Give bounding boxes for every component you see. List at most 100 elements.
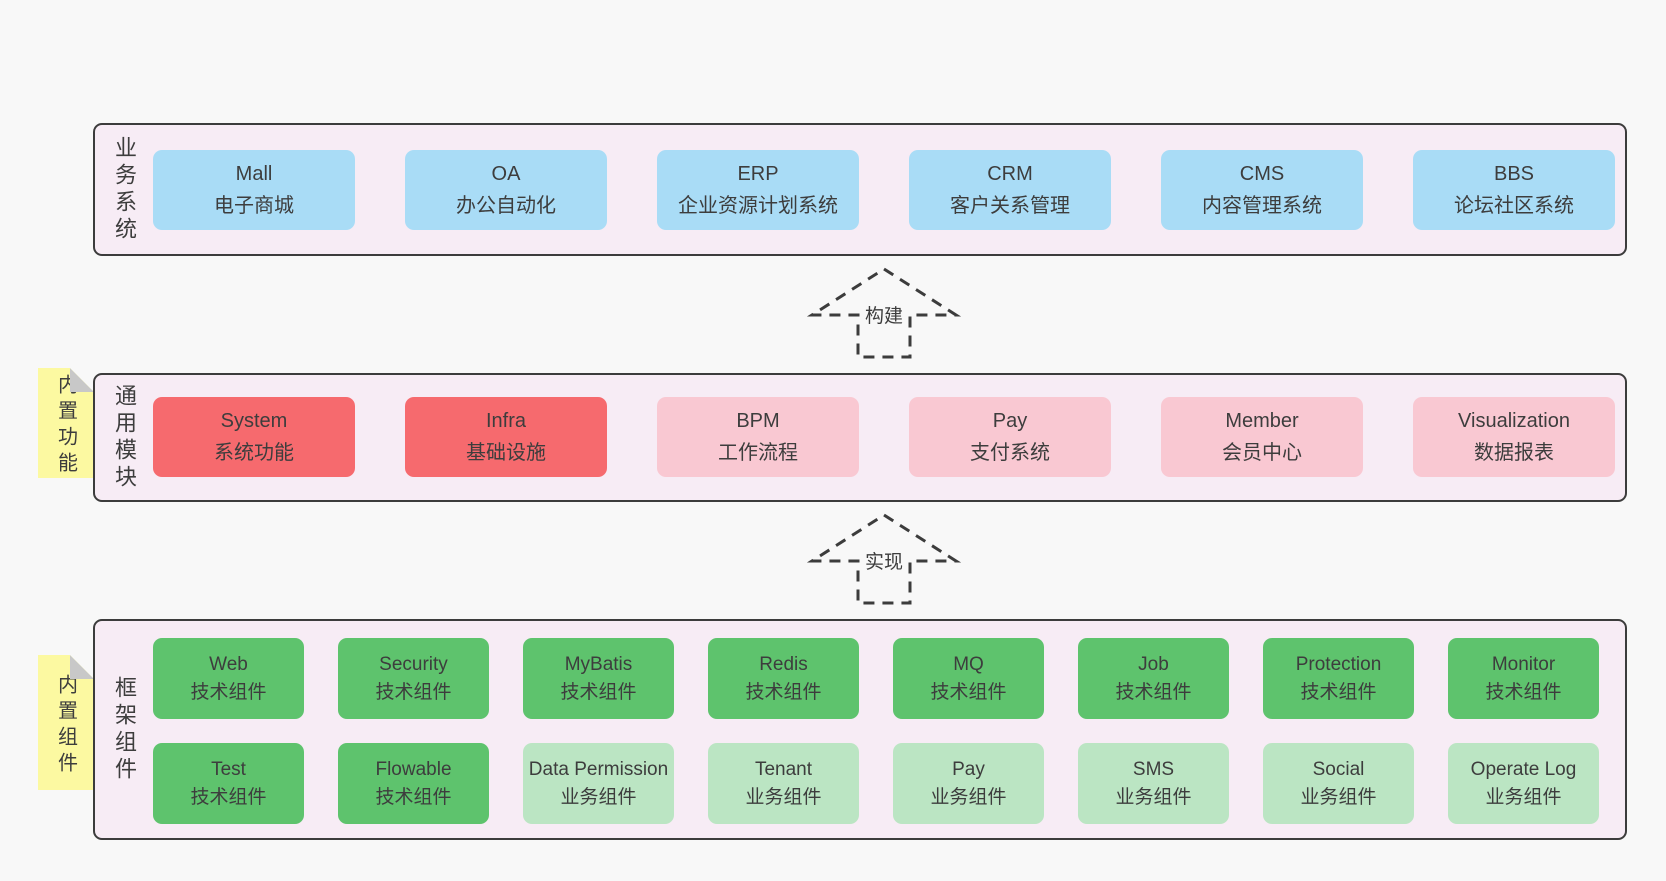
box-tenant: Tenant 业务组件 [708, 743, 859, 824]
box-title: Flowable [375, 758, 452, 780]
box-title: Pay [952, 758, 985, 780]
box-bpm: BPM 工作流程 [657, 397, 859, 477]
arrow-label-implement: 实现 [861, 547, 907, 574]
folded-corner-icon [70, 368, 94, 392]
box-subtitle: 内容管理系统 [1202, 195, 1322, 217]
band-label-framework-components: 框架组件 [112, 675, 137, 784]
box-title: Operate Log [1470, 758, 1577, 780]
box-subtitle: 论坛社区系统 [1454, 195, 1574, 217]
box-subtitle: 业务组件 [745, 786, 822, 808]
box-subtitle: 办公自动化 [456, 195, 556, 217]
box-title: Monitor [1491, 653, 1556, 675]
box-subtitle: 技术组件 [745, 681, 822, 703]
box-subtitle: 技术组件 [930, 681, 1007, 703]
sticky-note-label: 内置组件 [54, 673, 77, 778]
box-test: Test 技术组件 [153, 743, 304, 824]
box-title: Security [379, 653, 448, 675]
box-subtitle: 技术组件 [1300, 681, 1377, 703]
arrow-label-build: 构建 [861, 301, 907, 328]
box-subtitle: 技术组件 [1485, 681, 1562, 703]
up-arrow-implement: 实现 [804, 503, 964, 607]
box-subtitle: 业务组件 [1485, 786, 1562, 808]
box-title: Tenant [754, 758, 813, 780]
box-system: System 系统功能 [153, 397, 355, 477]
sticky-note-builtin-features: 内置功能 [38, 368, 94, 478]
box-redis: Redis 技术组件 [708, 638, 859, 719]
box-subtitle: 工作流程 [718, 442, 798, 464]
box-mq: MQ 技术组件 [893, 638, 1044, 719]
box-social: Social 业务组件 [1263, 743, 1414, 824]
box-bbs: BBS 论坛社区系统 [1413, 150, 1615, 230]
box-security: Security 技术组件 [338, 638, 489, 719]
band-label-business-systems: 业务系统 [112, 135, 137, 244]
box-sms: SMS 业务组件 [1078, 743, 1229, 824]
box-title: BBS [1493, 162, 1535, 185]
box-subtitle: 电子商城 [214, 195, 294, 217]
box-title: MyBatis [564, 653, 633, 675]
box-title: Member [1225, 409, 1299, 432]
box-title: Data Permission [528, 758, 669, 780]
box-infra: Infra 基础设施 [405, 397, 607, 477]
box-subtitle: 数据报表 [1474, 442, 1554, 464]
box-title: MQ [953, 653, 984, 675]
box-subtitle: 会员中心 [1222, 442, 1302, 464]
box-title: CMS [1239, 162, 1285, 185]
box-title: System [220, 409, 288, 432]
box-monitor: Monitor 技术组件 [1448, 638, 1599, 719]
box-subtitle: 企业资源计划系统 [678, 195, 838, 217]
common-module-boxes: System 系统功能 Infra 基础设施 BPM 工作流程 Pay 支付系统 Member 会… [153, 397, 1615, 477]
box-title: Mall [235, 162, 273, 185]
box-data-permission: Data Permission 业务组件 [523, 743, 674, 824]
sticky-note-builtin-components: 内置组件 [38, 655, 94, 790]
box-title: Social [1312, 758, 1365, 780]
box-title: Protection [1295, 653, 1382, 675]
box-title: Infra [485, 409, 527, 432]
box-subtitle: 技术组件 [190, 786, 267, 808]
box-oa: OA 办公自动化 [405, 150, 607, 230]
box-subtitle: 业务组件 [1115, 786, 1192, 808]
box-subtitle: 业务组件 [1300, 786, 1377, 808]
box-title: CRM [987, 162, 1033, 185]
box-subtitle: 客户关系管理 [950, 195, 1070, 217]
box-subtitle: 系统功能 [214, 442, 294, 464]
band-common-modules: 通用模块 System 系统功能 Infra 基础设施 BPM 工作流程 Pay 支付系统 Me… [93, 373, 1627, 502]
box-crm: CRM 客户关系管理 [909, 150, 1111, 230]
sticky-note-label: 内置功能 [54, 374, 77, 478]
box-subtitle: 基础设施 [466, 442, 546, 464]
box-subtitle: 业务组件 [930, 786, 1007, 808]
up-arrow-build: 构建 [804, 257, 964, 361]
dashed-up-arrow-icon [806, 267, 962, 359]
box-title: ERP [737, 162, 779, 185]
box-subtitle: 业务组件 [560, 786, 637, 808]
box-mall: Mall 电子商城 [153, 150, 355, 230]
box-title: Redis [759, 653, 808, 675]
box-operate-log: Operate Log 业务组件 [1448, 743, 1599, 824]
box-subtitle: 技术组件 [190, 681, 267, 703]
box-title: Web [209, 653, 248, 675]
box-title: OA [491, 162, 521, 185]
box-title: SMS [1132, 758, 1175, 780]
box-cms: CMS 内容管理系统 [1161, 150, 1363, 230]
box-title: Pay [992, 409, 1028, 432]
box-web: Web 技术组件 [153, 638, 304, 719]
business-system-boxes: Mall 电子商城 OA 办公自动化 ERP 企业资源计划系统 CRM 客户关系管理 CMS 内容… [153, 150, 1615, 230]
box-title: BPM [736, 409, 780, 432]
box-title: Test [211, 758, 246, 780]
box-erp: ERP 企业资源计划系统 [657, 150, 859, 230]
dashed-up-arrow-icon [806, 513, 962, 605]
box-subtitle: 支付系统 [970, 442, 1050, 464]
band-label-common-modules: 通用模块 [112, 383, 137, 492]
box-pay: Pay 业务组件 [893, 743, 1044, 824]
box-pay: Pay 支付系统 [909, 397, 1111, 477]
box-title: Job [1138, 653, 1169, 675]
folded-corner-icon [70, 655, 94, 679]
band-business-systems: 业务系统 Mall 电子商城 OA 办公自动化 ERP 企业资源计划系统 CRM 客户关系管理… [93, 123, 1627, 256]
box-subtitle: 技术组件 [375, 681, 452, 703]
